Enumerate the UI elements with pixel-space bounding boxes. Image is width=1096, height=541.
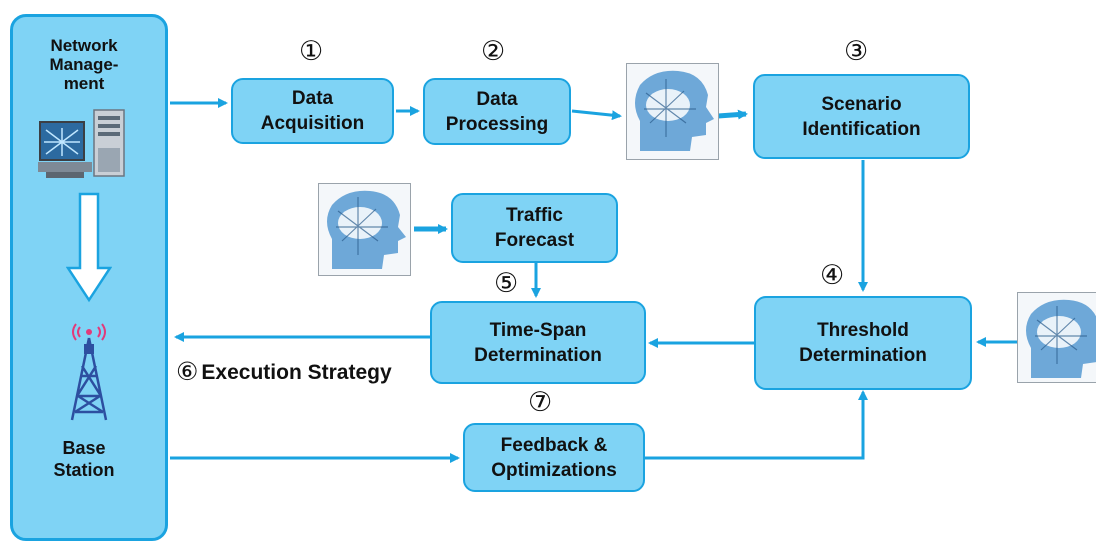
cell-tower-icon [70, 323, 108, 421]
arrow-brain-to-scenario [717, 109, 748, 120]
step-number-5: ⑤ [494, 268, 519, 299]
arrow-feedback-to-threshold [645, 390, 868, 460]
ai-brain-icon [318, 183, 411, 276]
data-processing-box: Data Processing [423, 78, 571, 145]
ai-brain-icon [626, 63, 719, 160]
step-number-7: ⑦ [528, 387, 553, 418]
threshold-determination-box: Threshold Determination [754, 296, 972, 390]
step-number-4: ④ [820, 260, 845, 291]
step-number-1: ① [299, 36, 324, 67]
down-arrow-icon [66, 192, 112, 303]
step-number-2: ② [481, 36, 506, 67]
network-management-label: Network Manage- ment [49, 36, 119, 93]
ai-brain-icon [1017, 292, 1096, 383]
traffic-forecast-box: Traffic Forecast [451, 193, 618, 263]
arrow-processing-to-brain [571, 109, 622, 121]
server-computer-icon [38, 109, 125, 178]
step-number-3: ③ [844, 36, 869, 67]
data-acquisition-box: Data Acquisition [231, 78, 394, 144]
feedback-optimizations-box: Feedback & Optimizations [463, 423, 645, 492]
time-span-determination-box: Time-Span Determination [430, 301, 646, 384]
base-station-label: Base Station [53, 438, 115, 480]
scenario-identification-box: Scenario Identification [753, 74, 970, 159]
